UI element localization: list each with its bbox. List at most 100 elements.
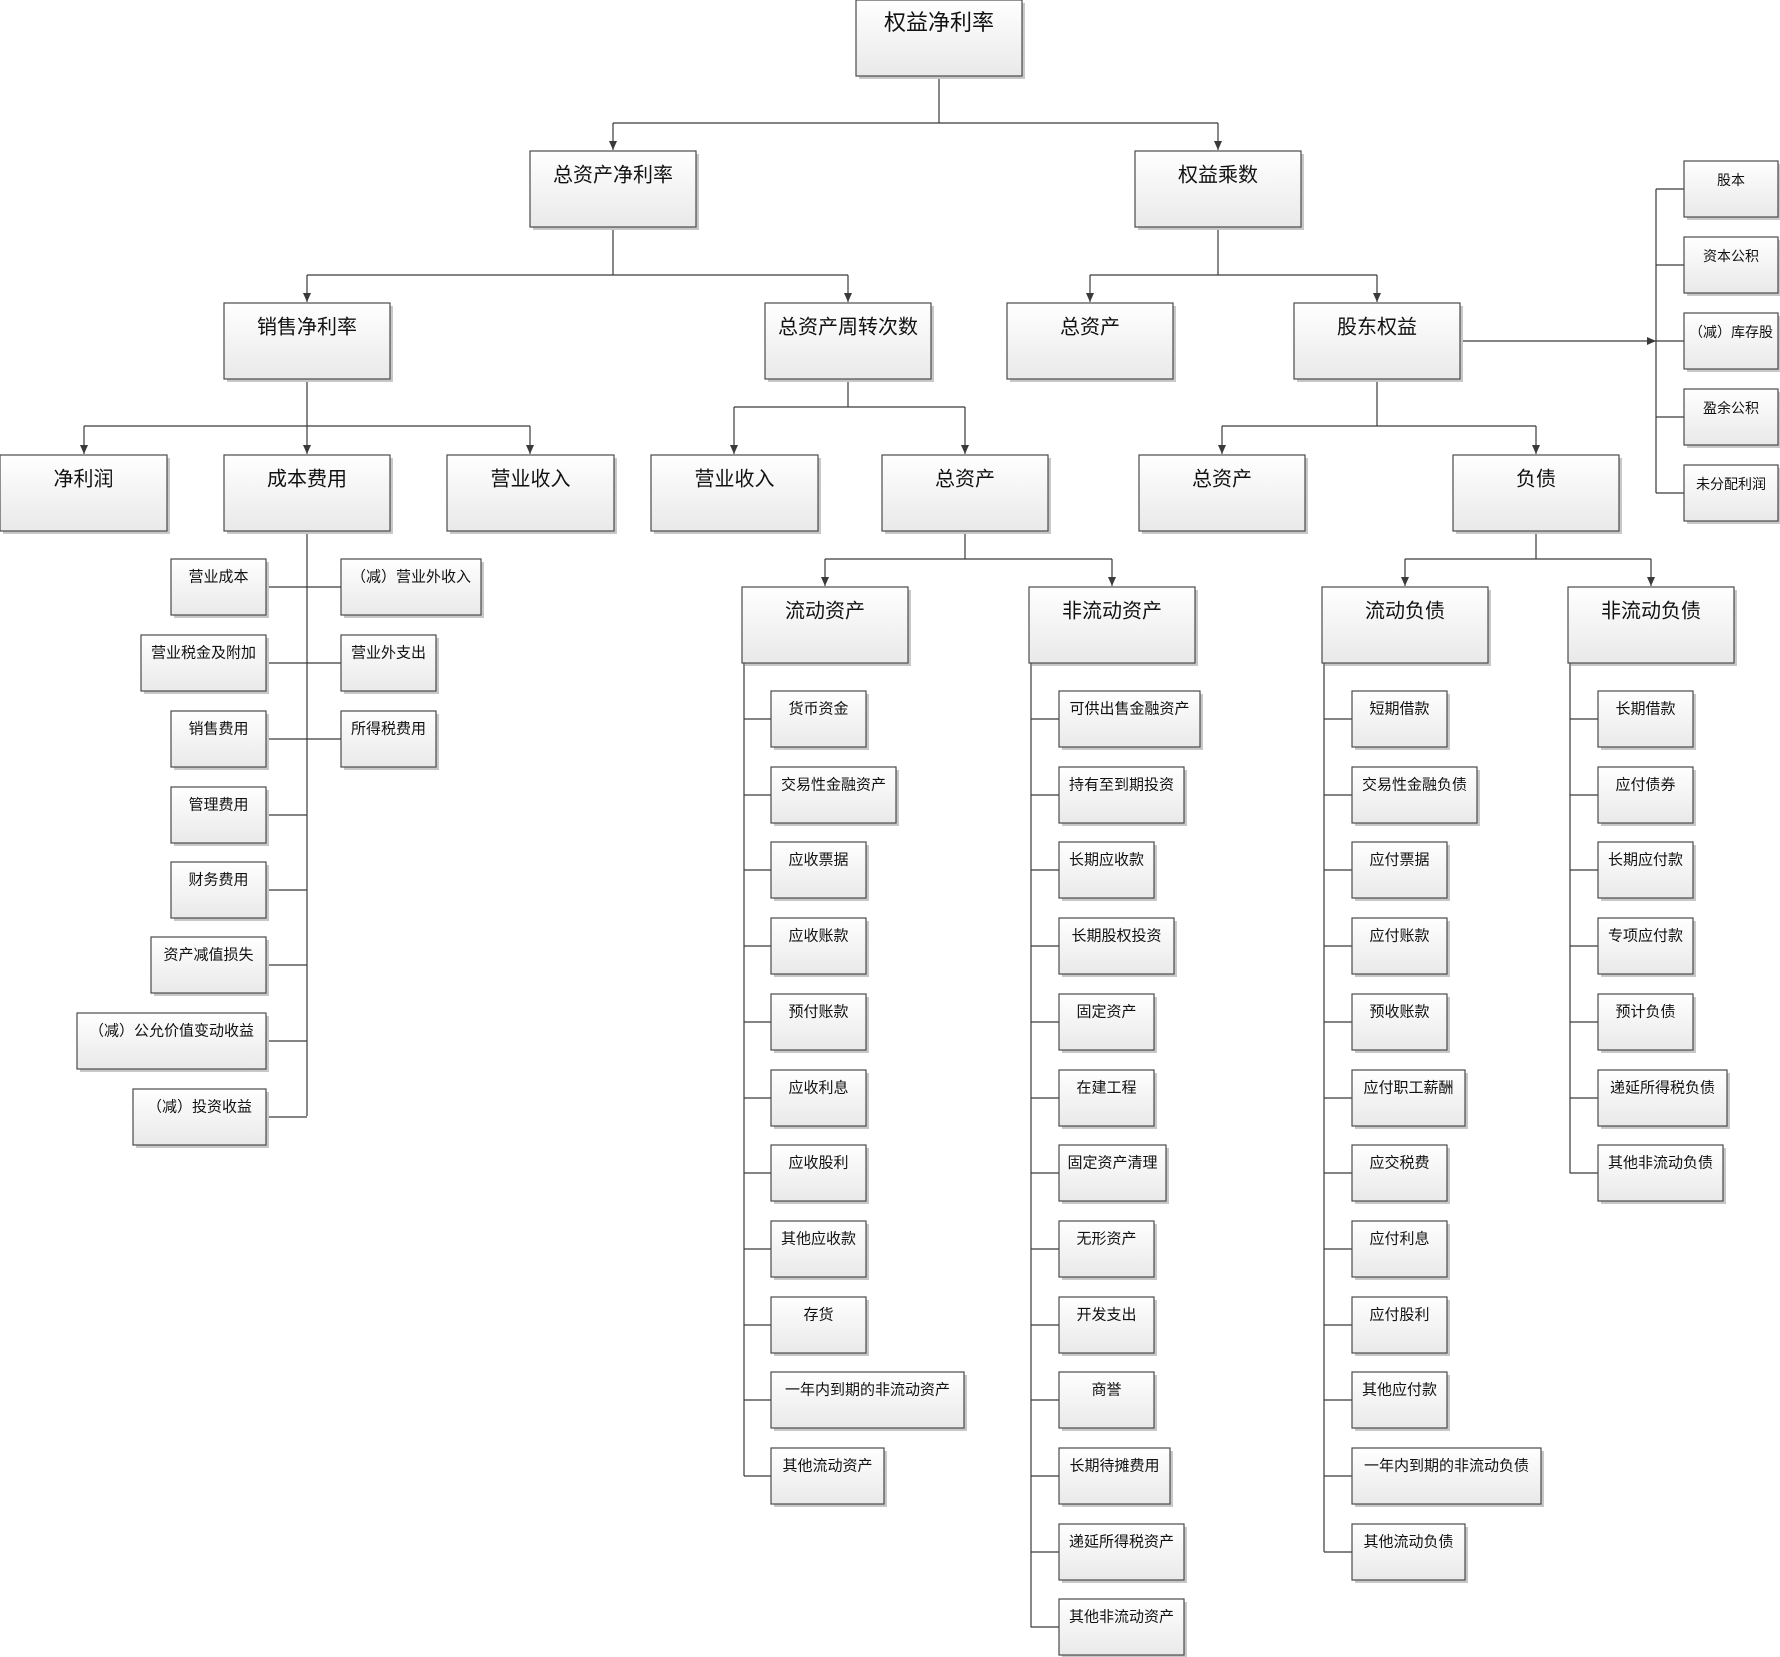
cost-item-left-6: （减）公允价值变动收益 bbox=[76, 1012, 269, 1072]
current-liabilities-item-2-label: 应付票据 bbox=[1369, 851, 1429, 869]
equity-item-4: 未分配利润 bbox=[1683, 464, 1780, 524]
current-liabilities-item-9-label: 其他应付款 bbox=[1362, 1381, 1437, 1399]
current-liabilities-item-5-label: 应付职工薪酬 bbox=[1363, 1079, 1453, 1097]
roe-box-label: 权益净利率 bbox=[884, 11, 994, 36]
cost-expense-box-label: 成本费用 bbox=[267, 467, 347, 491]
equity-multiplier-box: 权益乘数 bbox=[1134, 150, 1304, 230]
cost-item-left-0-label: 营业成本 bbox=[188, 568, 248, 586]
current-assets-item-0: 货币资金 bbox=[770, 690, 869, 750]
noncurrent-assets-item-10: 长期待摊费用 bbox=[1058, 1447, 1173, 1507]
current-liabilities-item-7: 应付利息 bbox=[1351, 1220, 1450, 1280]
noncurrent-assets-item-2-label: 长期应收款 bbox=[1069, 851, 1144, 869]
noncurrent-assets-item-12-label: 其他非流动资产 bbox=[1069, 1608, 1174, 1626]
shareholder-equity-box: 股东权益 bbox=[1293, 302, 1463, 382]
current-liabilities-item-4-label: 预收账款 bbox=[1369, 1003, 1429, 1021]
equity-item-1-label: 资本公积 bbox=[1703, 249, 1759, 265]
current-assets-item-0-label: 货币资金 bbox=[788, 700, 848, 718]
cost-item-left-2: 销售费用 bbox=[170, 710, 269, 770]
current-assets-box: 流动资产 bbox=[741, 586, 911, 666]
noncurrent-liabilities-item-2: 长期应付款 bbox=[1597, 841, 1696, 901]
current-liabilities-box-label: 流动负债 bbox=[1365, 599, 1445, 623]
current-assets-item-4-label: 预付账款 bbox=[788, 1003, 848, 1021]
equity-item-1: 资本公积 bbox=[1683, 236, 1780, 296]
current-assets-item-5: 应收利息 bbox=[770, 1069, 869, 1129]
current-assets-item-9-label: 一年内到期的非流动资产 bbox=[785, 1381, 950, 1399]
noncurrent-assets-item-3-label: 长期股权投资 bbox=[1071, 927, 1161, 945]
se-total-assets-box-label: 总资产 bbox=[1192, 467, 1252, 491]
current-liabilities-item-0: 短期借款 bbox=[1351, 690, 1450, 750]
cost-item-left-7-label: （减）投资收益 bbox=[147, 1098, 252, 1116]
current-liabilities-item-5: 应付职工薪酬 bbox=[1351, 1069, 1468, 1129]
equity-item-3: 盈余公积 bbox=[1683, 388, 1780, 448]
noncurrent-assets-item-8: 开发支出 bbox=[1058, 1296, 1157, 1356]
cost-item-right-0-label: （减）营业外收入 bbox=[351, 568, 471, 586]
cost-item-left-2-label: 销售费用 bbox=[188, 720, 248, 738]
cost-item-right-1: 营业外支出 bbox=[340, 634, 439, 694]
current-liabilities-item-7-label: 应付利息 bbox=[1369, 1230, 1429, 1248]
net-profit-box-label: 净利润 bbox=[54, 467, 114, 491]
current-liabilities-item-3: 应付账款 bbox=[1351, 917, 1450, 977]
current-liabilities-item-11: 其他流动负债 bbox=[1351, 1523, 1468, 1583]
noncurrent-assets-item-11: 递延所得税资产 bbox=[1058, 1523, 1187, 1583]
connector-lines bbox=[80, 76, 1684, 1628]
cost-item-left-5: 资产减值损失 bbox=[150, 936, 269, 996]
noncurrent-liabilities-item-0: 长期借款 bbox=[1597, 690, 1696, 750]
current-assets-item-6: 应收股利 bbox=[770, 1144, 869, 1204]
current-liabilities-item-4: 预收账款 bbox=[1351, 993, 1450, 1053]
shareholder-equity-box-label: 股东权益 bbox=[1337, 315, 1417, 339]
noncurrent-assets-box: 非流动资产 bbox=[1028, 586, 1198, 666]
current-assets-item-1-label: 交易性金融资产 bbox=[781, 776, 886, 794]
cost-item-left-3-label: 管理费用 bbox=[188, 796, 248, 814]
em-total-assets-box: 总资产 bbox=[1006, 302, 1176, 382]
current-assets-item-8-label: 存货 bbox=[803, 1306, 833, 1324]
current-assets-item-4: 预付账款 bbox=[770, 993, 869, 1053]
current-assets-item-2: 应收票据 bbox=[770, 841, 869, 901]
equity-item-2: （减）库存股 bbox=[1683, 312, 1780, 372]
noncurrent-liabilities-item-0-label: 长期借款 bbox=[1615, 700, 1675, 718]
noncurrent-liabilities-item-3: 专项应付款 bbox=[1597, 917, 1696, 977]
noncurrent-assets-item-7: 无形资产 bbox=[1058, 1220, 1157, 1280]
cost-item-left-3: 管理费用 bbox=[170, 786, 269, 846]
net-profit-box: 净利润 bbox=[0, 454, 170, 534]
current-liabilities-item-6: 应交税费 bbox=[1351, 1144, 1450, 1204]
se-total-assets-box: 总资产 bbox=[1138, 454, 1308, 534]
equity-item-3-label: 盈余公积 bbox=[1703, 400, 1759, 417]
noncurrent-assets-item-7-label: 无形资产 bbox=[1076, 1230, 1136, 1248]
current-liabilities-item-8-label: 应付股利 bbox=[1369, 1306, 1429, 1324]
current-liabilities-item-3-label: 应付账款 bbox=[1369, 927, 1429, 945]
equity-multiplier-box-label: 权益乘数 bbox=[1178, 163, 1258, 187]
revenue-2-box-label: 营业收入 bbox=[695, 467, 775, 491]
noncurrent-assets-item-9: 商誉 bbox=[1058, 1371, 1157, 1431]
noncurrent-assets-box-label: 非流动资产 bbox=[1062, 599, 1162, 623]
noncurrent-liabilities-box: 非流动负债 bbox=[1567, 586, 1737, 666]
cost-item-left-5-label: 资产减值损失 bbox=[163, 946, 253, 964]
cost-item-left-7: （减）投资收益 bbox=[132, 1088, 269, 1148]
noncurrent-liabilities-item-2-label: 长期应付款 bbox=[1608, 851, 1683, 869]
current-assets-item-7: 其他应收款 bbox=[770, 1220, 869, 1280]
liabilities-box-label: 负债 bbox=[1516, 467, 1556, 491]
noncurrent-assets-item-0-label: 可供出售金融资产 bbox=[1069, 700, 1189, 718]
noncurrent-assets-item-1-label: 持有至到期投资 bbox=[1069, 776, 1174, 794]
noncurrent-assets-item-6: 固定资产清理 bbox=[1058, 1144, 1169, 1204]
noncurrent-liabilities-item-6: 其他非流动负债 bbox=[1597, 1144, 1726, 1204]
noncurrent-assets-item-6-label: 固定资产清理 bbox=[1067, 1154, 1157, 1172]
noncurrent-liabilities-item-4: 预计负债 bbox=[1597, 993, 1696, 1053]
cost-item-left-1-label: 营业税金及附加 bbox=[151, 644, 256, 662]
current-assets-item-6-label: 应收股利 bbox=[788, 1154, 848, 1172]
ta-total-assets-box-label: 总资产 bbox=[935, 467, 995, 491]
cost-expense-box: 成本费用 bbox=[223, 454, 393, 534]
current-liabilities-item-0-label: 短期借款 bbox=[1369, 700, 1429, 718]
cost-item-right-1-label: 营业外支出 bbox=[351, 644, 426, 662]
current-assets-item-7-label: 其他应收款 bbox=[781, 1230, 856, 1248]
noncurrent-assets-item-4-label: 固定资产 bbox=[1076, 1003, 1136, 1021]
net-profit-margin-box: 销售净利率 bbox=[223, 302, 393, 382]
liabilities-box: 负债 bbox=[1452, 454, 1622, 534]
noncurrent-assets-item-5: 在建工程 bbox=[1058, 1069, 1157, 1129]
net-profit-margin-box-label: 销售净利率 bbox=[257, 315, 357, 339]
noncurrent-assets-item-0: 可供出售金融资产 bbox=[1058, 690, 1203, 750]
equity-item-0-label: 股本 bbox=[1717, 173, 1745, 189]
current-assets-item-1: 交易性金融资产 bbox=[770, 766, 899, 826]
noncurrent-assets-item-1: 持有至到期投资 bbox=[1058, 766, 1187, 826]
asset-turnover-box: 总资产周转次数 bbox=[764, 302, 934, 382]
current-assets-item-2-label: 应收票据 bbox=[788, 851, 848, 869]
